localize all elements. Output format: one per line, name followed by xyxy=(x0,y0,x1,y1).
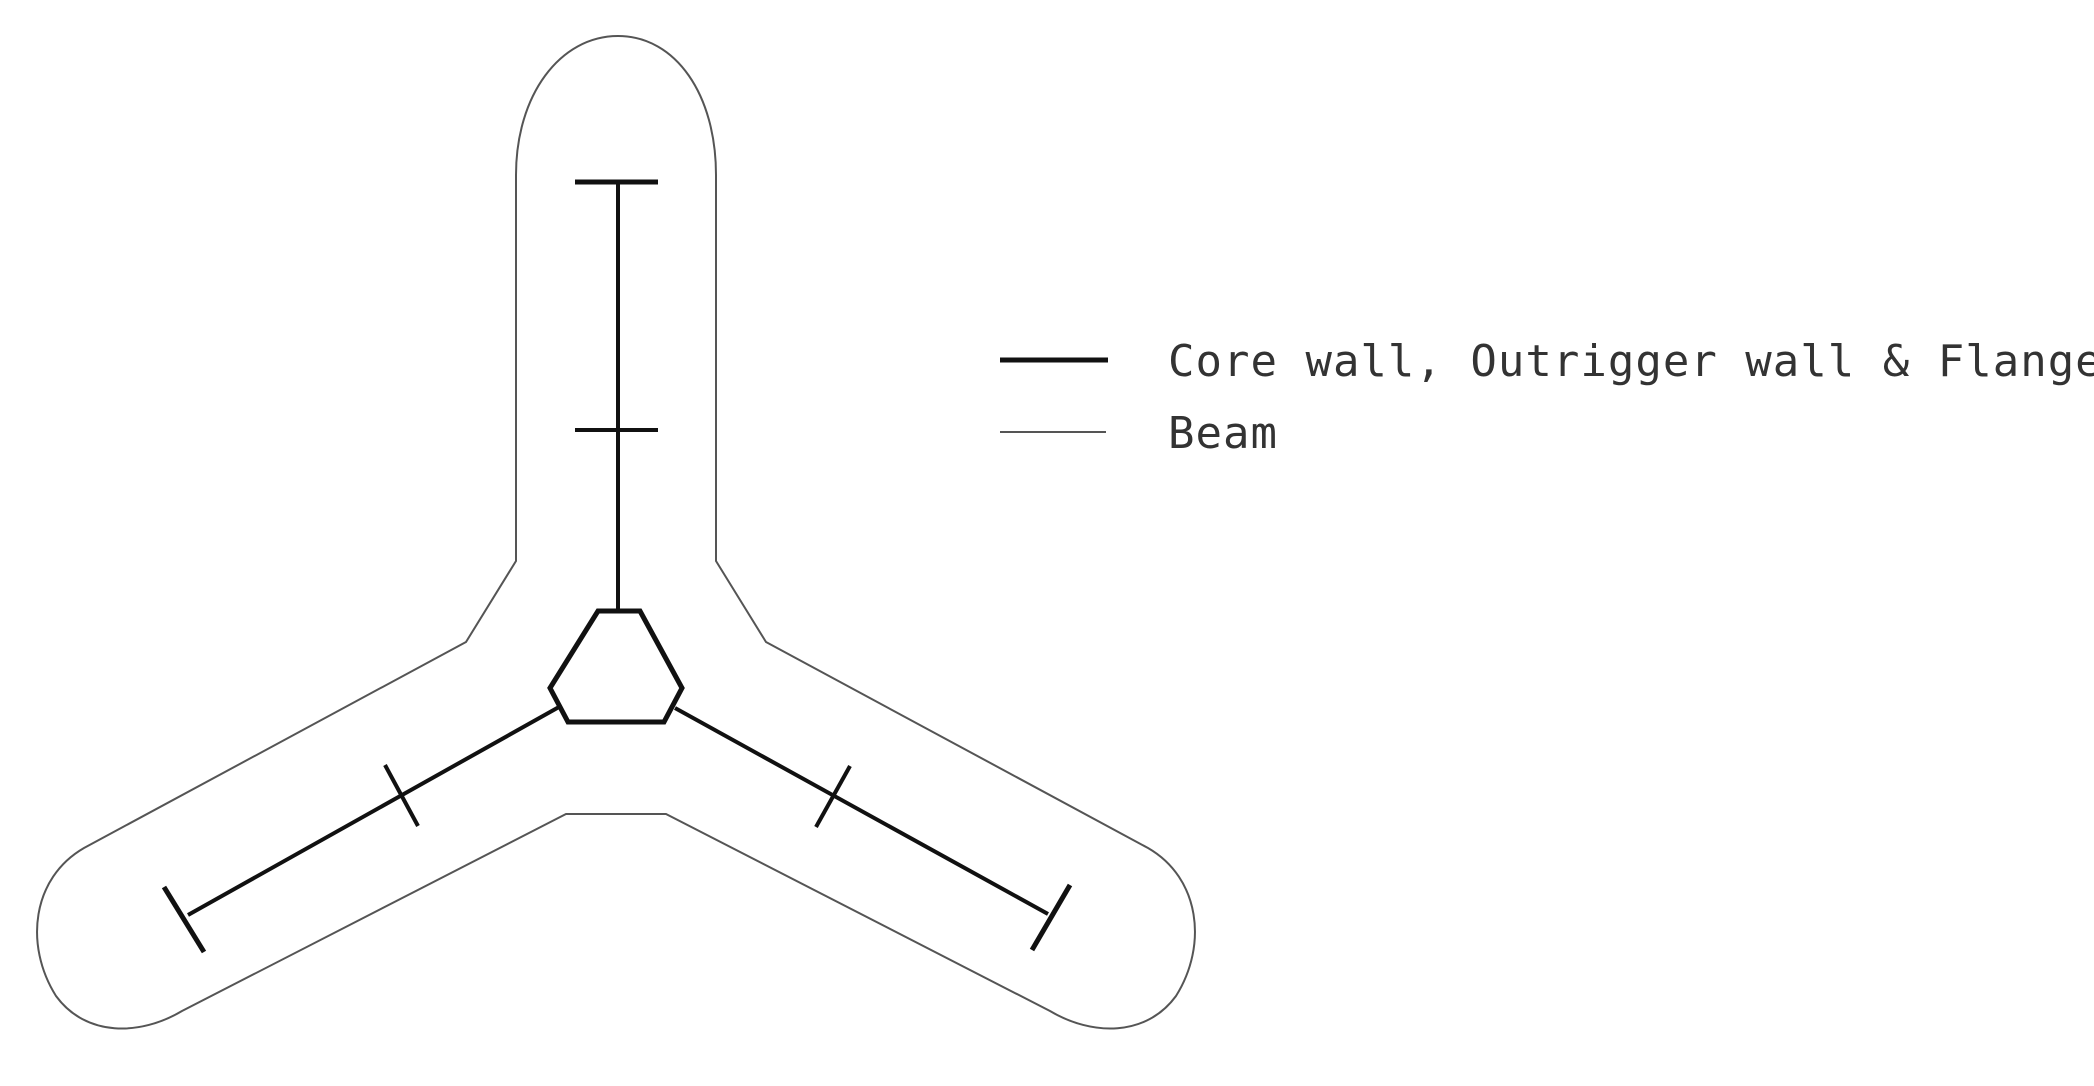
core-wall xyxy=(547,608,685,725)
legend-item-walls: Core wall, Outrigger wall & Flange wall xyxy=(1000,336,2094,387)
legend-item-beam: Beam xyxy=(1000,408,1278,459)
flange-wall-left-end xyxy=(161,885,207,954)
legend-label-beam: Beam xyxy=(1168,408,1278,459)
flange-wall-right-mid xyxy=(814,765,852,828)
outrigger-wall-right xyxy=(674,706,1049,916)
outrigger-wall-left xyxy=(187,705,560,917)
flange-wall-right-end xyxy=(1029,883,1073,952)
beam-outline xyxy=(36,34,1196,1030)
legend: Core wall, Outrigger wall & Flange wall … xyxy=(1000,336,2094,459)
flange-wall-left-mid xyxy=(383,764,420,827)
legend-label-walls: Core wall, Outrigger wall & Flange wall xyxy=(1168,336,2094,387)
